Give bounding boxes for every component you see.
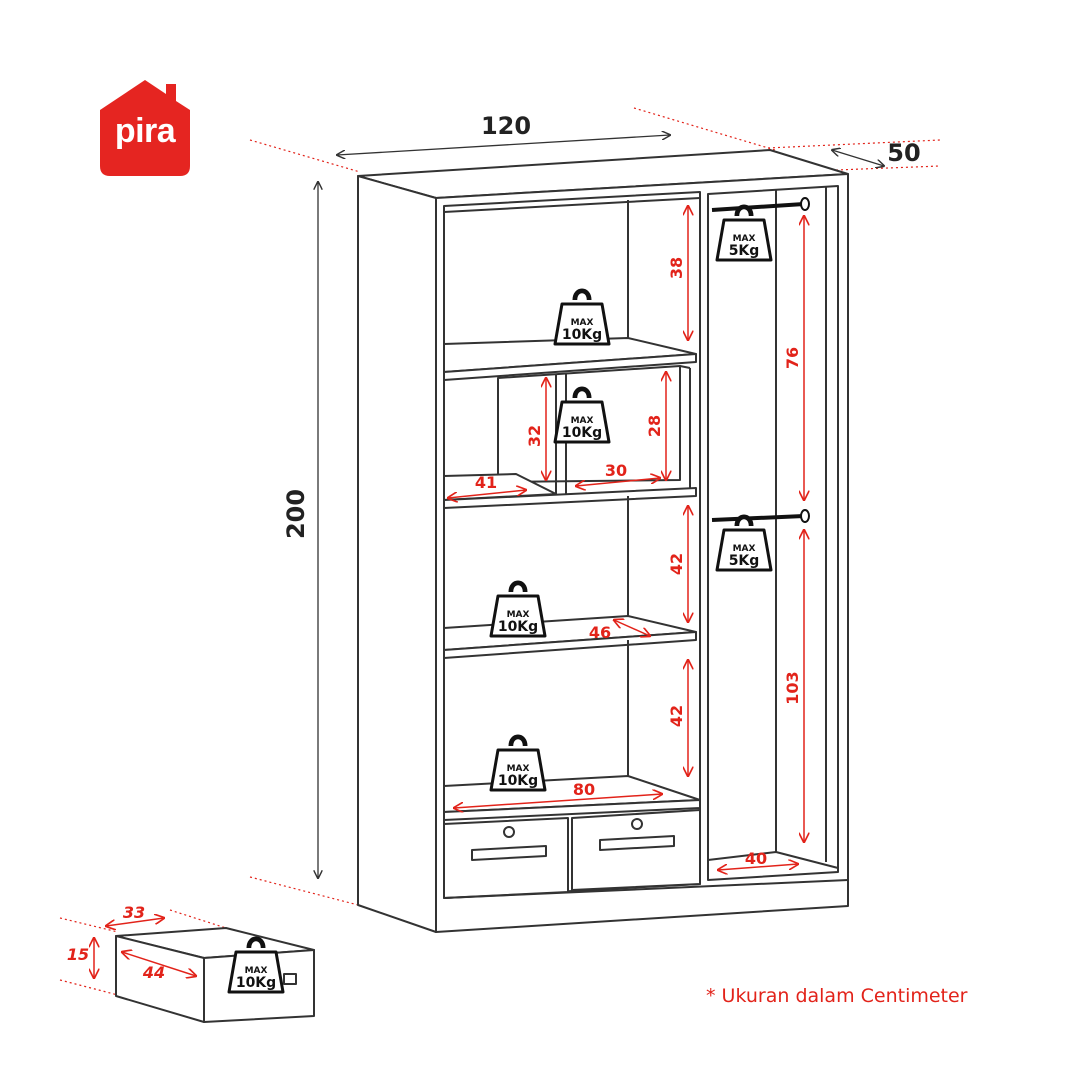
weight-max-label: MAX	[507, 610, 530, 620]
dim-drawer-depth: 44	[142, 963, 165, 982]
dim-inner-box-height-right: 28	[645, 415, 664, 437]
pira-logo	[100, 80, 190, 176]
dim-shelf-width: 80	[573, 780, 595, 799]
weight-icon: MAX 5Kg	[717, 207, 771, 260]
red-dimension-arrows	[94, 206, 804, 978]
dim-depth: 50	[887, 139, 920, 167]
weight-icon: MAX 10Kg	[491, 583, 545, 636]
weight-icon: MAX 10Kg	[555, 291, 609, 344]
weight-max-label: MAX	[245, 966, 268, 976]
dim-shelf-depth: 46	[589, 623, 611, 642]
weight-icon: MAX 10Kg	[491, 737, 545, 790]
wardrobe-body	[357, 149, 849, 933]
brand-name: pira	[114, 112, 176, 150]
weight-value: 10Kg	[562, 327, 602, 343]
unit-note: * Ukuran dalam Centimeter	[706, 985, 968, 1007]
dim-hang-bottom-height: 103	[783, 671, 802, 704]
weight-value: 5Kg	[729, 553, 760, 569]
dim-inner-shelf-width: 41	[475, 473, 497, 492]
weight-icon: MAX 10Kg	[229, 939, 283, 992]
weight-value: 10Kg	[562, 425, 602, 441]
logo-house-icon	[100, 80, 190, 176]
weight-max-label: MAX	[733, 234, 756, 244]
weight-icon: MAX 10Kg	[555, 389, 609, 442]
dim-inner-box-height: 32	[525, 425, 544, 447]
weight-max-label: MAX	[733, 544, 756, 554]
dim-shelf-top-height: 38	[667, 257, 686, 279]
dim-hang-top-height: 76	[783, 347, 802, 369]
weight-max-label: MAX	[571, 318, 594, 328]
extension-lines	[59, 107, 941, 996]
dim-shelf-mid-height: 42	[667, 553, 686, 575]
dim-hang-floor-width: 40	[745, 849, 767, 868]
weight-max-label: MAX	[571, 416, 594, 426]
dim-drawer-width: 33	[123, 903, 145, 922]
weight-icon: MAX 5Kg	[717, 517, 771, 570]
weight-max-label: MAX	[507, 764, 530, 774]
dim-inner-box-width: 30	[605, 461, 627, 480]
weight-value: 5Kg	[729, 243, 760, 259]
weight-value: 10Kg	[236, 975, 276, 991]
overall-dimension-arrows	[318, 135, 884, 878]
hanging-rails	[711, 197, 810, 523]
dim-height: 200	[282, 489, 310, 539]
weight-value: 10Kg	[498, 773, 538, 789]
weight-value: 10Kg	[498, 619, 538, 635]
dim-drawer-height: 15	[67, 945, 89, 964]
dim-width: 120	[481, 112, 531, 140]
dim-shelf-low-height: 42	[667, 705, 686, 727]
